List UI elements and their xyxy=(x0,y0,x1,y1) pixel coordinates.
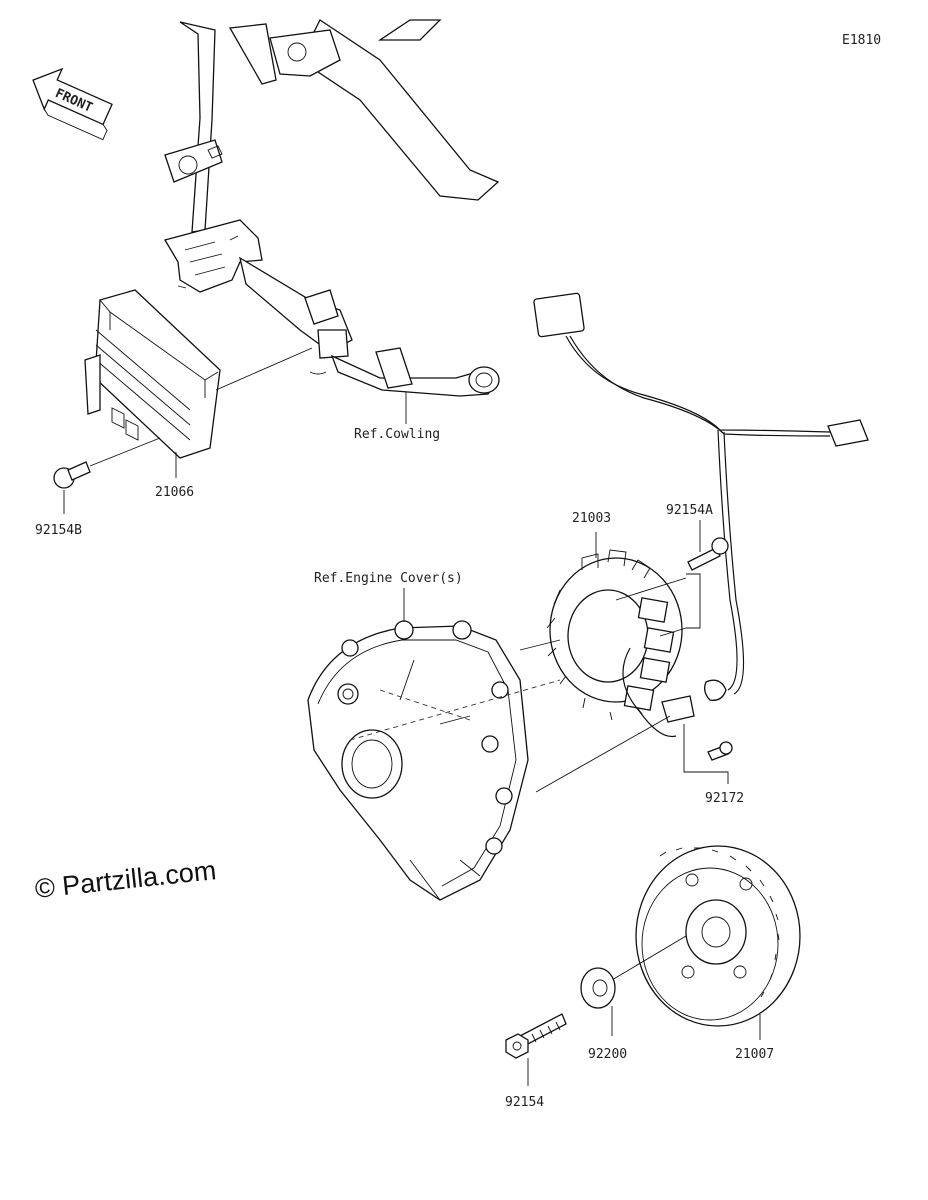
part-92154A-label: 92154A xyxy=(666,503,713,518)
part-92172-label: 92172 xyxy=(705,791,744,806)
regulator-icon xyxy=(84,289,221,459)
regulator-mount-line xyxy=(215,347,313,391)
rotor-align-line xyxy=(611,935,687,981)
ref-cowling-label: Ref.Cowling xyxy=(354,427,440,442)
ref-engine-cover-label: Ref.Engine Cover(s) xyxy=(314,571,463,586)
cover-align-dash xyxy=(379,689,471,721)
part-92154B-label: 92154B xyxy=(35,523,82,538)
screw-92172-line xyxy=(535,715,671,793)
stator-align-line xyxy=(519,639,561,651)
screw-92172-icon xyxy=(707,741,733,761)
bolt-92154A-icon xyxy=(687,537,729,571)
part-21066-label: 21066 xyxy=(155,485,194,500)
watermark: © Partzilla.com xyxy=(33,855,217,904)
washer-icon xyxy=(580,967,616,1009)
frame-icon xyxy=(164,19,500,397)
front-arrow-icon: FRONT xyxy=(32,67,113,141)
part-92200-label: 92200 xyxy=(588,1047,627,1062)
rotor-icon xyxy=(635,845,801,1027)
bolt-92154B-line xyxy=(89,437,161,467)
stator-align-dash xyxy=(349,679,561,741)
stator-icon xyxy=(546,549,695,738)
screw-92172-leader xyxy=(683,724,729,784)
bolt-92154-icon xyxy=(505,1013,567,1059)
stator-bolt-line-2 xyxy=(659,627,687,637)
stator-bolt-line-1 xyxy=(615,577,687,601)
part-21007-label: 21007 xyxy=(735,1047,774,1062)
part-21003-label: 21003 xyxy=(572,511,611,526)
bolt-92154B-icon xyxy=(53,461,91,489)
part-92154-label: 92154 xyxy=(505,1095,544,1110)
stator-bolt-bracket xyxy=(686,573,701,629)
wire-harness-icon xyxy=(533,292,869,695)
grommet-icon xyxy=(704,679,727,701)
engine-cover-icon xyxy=(307,620,529,901)
diagram-code: E1810 xyxy=(842,33,881,48)
